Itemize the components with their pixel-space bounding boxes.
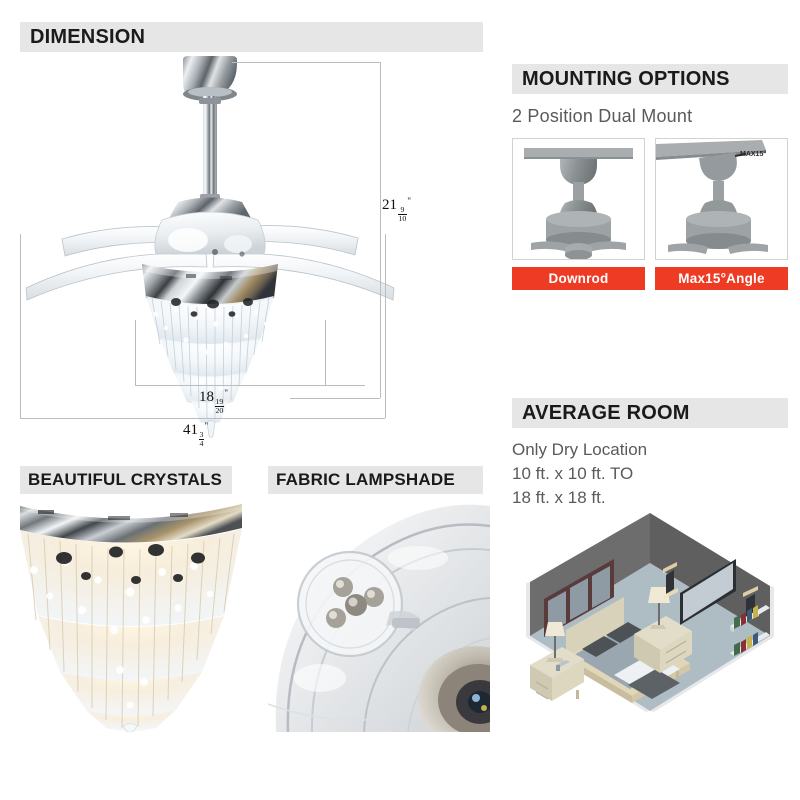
body-width-dimension-line [135,385,365,386]
height-top-tick [232,62,380,63]
average-room-line-2: 10 ft. x 10 ft. TO [512,464,634,484]
acrylic-blade-closeup-photo [268,500,490,732]
mounting-section-header: MOUNTING OPTIONS [512,64,788,94]
crystals-section-header: BEAUTIFUL CRYSTALS [20,466,232,494]
height-dimension-line [380,62,381,398]
dimension-section-header: DIMENSION [20,22,483,52]
average-room-section-header: AVERAGE ROOM [512,398,788,428]
lampshade-section-title: FABRIC LAMPSHADE [276,470,455,489]
lampshade-section-header: FABRIC LAMPSHADE [268,466,483,494]
downrod-mount-diagram [512,138,645,260]
crystals-section-title: BEAUTIFUL CRYSTALS [28,470,223,489]
mounting-options-panel: 2 Position Dual Mount [500,56,800,316]
average-room-line-1: Only Dry Location [512,440,648,459]
blade-span-dimension-line [20,418,385,419]
max-angle-option-button[interactable]: Max15°Angle [655,267,788,290]
dimension-section-title: DIMENSION [30,25,146,48]
angle-mount-diagram: MAX15° [655,138,788,260]
average-room-line-3: 18 ft. x 18 ft. [512,488,606,508]
body-width-right-tick [325,320,326,385]
average-room-text: Only Dry Location 10 ft. x 10 ft. TO 18 … [512,438,647,510]
average-room-section-title: AVERAGE ROOM [522,401,690,424]
body-width-left-tick [135,320,136,385]
blade-span-right-tick [385,234,386,418]
isometric-bedroom-illustration [508,505,793,740]
height-bottom-tick [290,398,380,399]
mounting-subtitle: 2 Position Dual Mount [512,106,693,126]
average-room-panel: Only Dry Location 10 ft. x 10 ft. TO 18 … [500,390,800,750]
downrod-option-button[interactable]: Downrod [512,267,645,290]
mounting-section-title: MOUNTING OPTIONS [522,67,730,90]
crystals-closeup-photo [20,500,242,732]
ceiling-fan-product-illustration [10,52,410,452]
max-angle-annotation: MAX15° [740,151,767,158]
blade-span-left-tick [20,234,21,418]
